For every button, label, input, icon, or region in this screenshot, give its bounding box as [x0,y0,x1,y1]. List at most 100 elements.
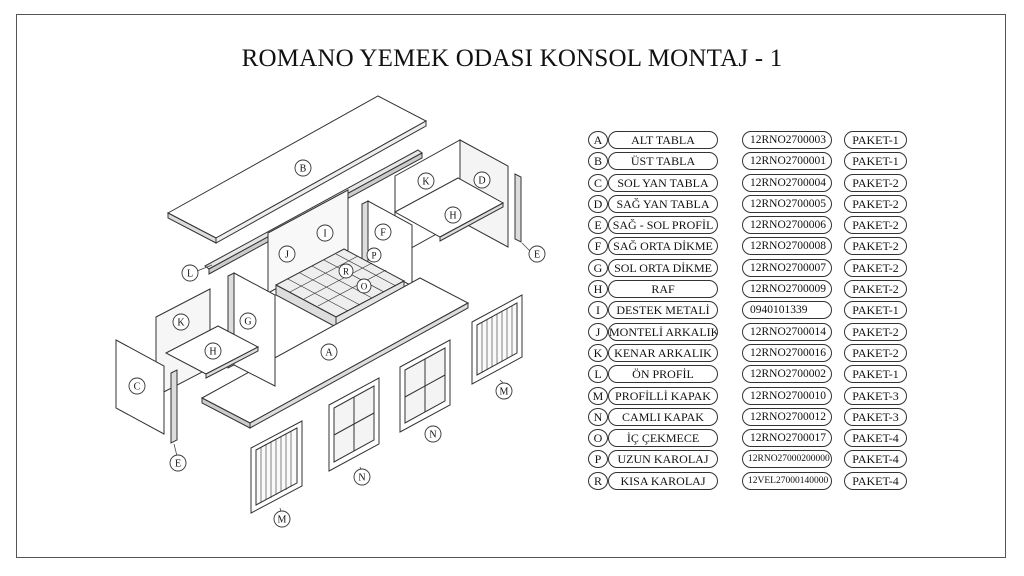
callout-label-f: F [380,228,386,239]
part-code: 12RNO2700003 [742,131,832,149]
callout-label-c: C [134,382,141,393]
side-profile-e-left [170,369,178,444]
part-name: UZUN KAROLAJ [608,450,718,469]
callout-label-a: A [325,348,333,359]
part-letter: L [588,365,608,384]
part-code: 12RNO2700008 [742,237,832,256]
part-package: PAKET-2 [844,343,907,362]
part-letter: I [588,301,608,320]
callout-label-k-right: K [422,177,430,188]
part-package: PAKET-2 [844,216,907,235]
part-package: PAKET-2 [844,194,907,213]
part-code: 12RNO2700017 [742,429,832,448]
part-name: DESTEK METALİ [608,301,718,320]
side-profile-e-right [514,173,522,243]
callout-c [128,377,146,395]
profiled-door-m-left [250,420,303,514]
part-code: 12RNO2700004 [742,173,832,192]
callout-label-m-right: M [500,387,509,398]
callout-label-e-right: E [534,250,540,261]
part-letter: B [588,152,608,171]
part-package: PAKET-3 [844,407,907,426]
part-package: PAKET-1 [844,365,907,384]
part-letter: O [588,429,608,448]
part-name: RAF [608,280,718,299]
part-name: ÜST TABLA [608,152,718,171]
callout-n-left [353,468,371,486]
callout-i [316,224,334,242]
callout-label-b: B [300,164,307,175]
part-package: PAKET-2 [844,322,907,341]
part-letter: H [588,280,608,299]
callout-label-i: I [323,229,326,240]
part-package: PAKET-4 [844,450,907,469]
part-letter: J [588,322,608,341]
part-package: PAKET-2 [844,237,907,256]
part-letter: K [588,343,608,362]
callout-label-g: G [244,317,251,328]
callout-label-e-left: E [175,459,181,470]
callout-e-left [169,454,187,472]
part-name: SOL ORTA DİKME [608,258,718,277]
part-name: SAĞ - SOL PROFİL [608,216,718,235]
page-title: ROMANO YEMEK ODASI KONSOL MONTAJ - 1 [241,45,783,72]
profiled-door-m-right [471,294,523,385]
part-name: ALT TABLA [608,131,718,149]
callout-label-r: R [343,267,349,277]
part-letter: D [588,194,608,213]
part-name: KISA KAROLAJ [608,471,718,490]
part-code: 12RNO2700014 [742,322,832,341]
callout-g [239,312,257,330]
part-name: SAĞ ORTA DİKME [608,237,718,256]
part-name: İÇ ÇEKMECE [608,429,718,448]
part-letter: E [588,216,608,235]
part-code: 12RNO2700001 [742,152,832,171]
part-code: 12RNO2700012 [742,407,832,426]
callout-label-l: L [187,269,193,280]
callout-label-d: D [478,176,485,187]
part-package: PAKET-1 [844,301,907,320]
part-code: 12RNO2700007 [742,258,832,277]
callout-label-n-right: N [429,430,436,441]
part-letter: R [588,471,608,490]
part-code: 12VEL27000140000 [742,471,832,490]
part-code: 12RNO2700009 [742,280,832,299]
callout-m-right [495,382,513,400]
part-letter: N [588,407,608,426]
callout-h-right [444,206,462,224]
part-package: PAKET-2 [844,258,907,277]
callout-k-right [417,172,435,190]
part-name: SOL YAN TABLA [608,173,718,192]
callout-label-k-left: K [177,318,185,329]
callout-m-left [273,510,291,528]
part-name: MONTELİ ARKALIK [608,322,718,341]
part-package: PAKET-4 [844,429,907,448]
part-letter: F [588,237,608,256]
callout-k-left [172,313,190,331]
part-code: 12RNO2700005 [742,194,832,213]
callout-p [366,247,382,263]
callout-l [181,264,199,282]
part-code: 12RNO2700002 [742,365,832,384]
callout-f [374,223,392,241]
part-package: PAKET-2 [844,173,907,192]
part-name: SAĞ YAN TABLA [608,194,718,213]
part-package: PAKET-1 [844,152,907,171]
part-name: CAMLI KAPAK [608,407,718,426]
part-code: 12RNO27000200000 [742,450,832,469]
part-package: PAKET-2 [844,280,907,299]
glass-door-n-left [328,377,380,472]
